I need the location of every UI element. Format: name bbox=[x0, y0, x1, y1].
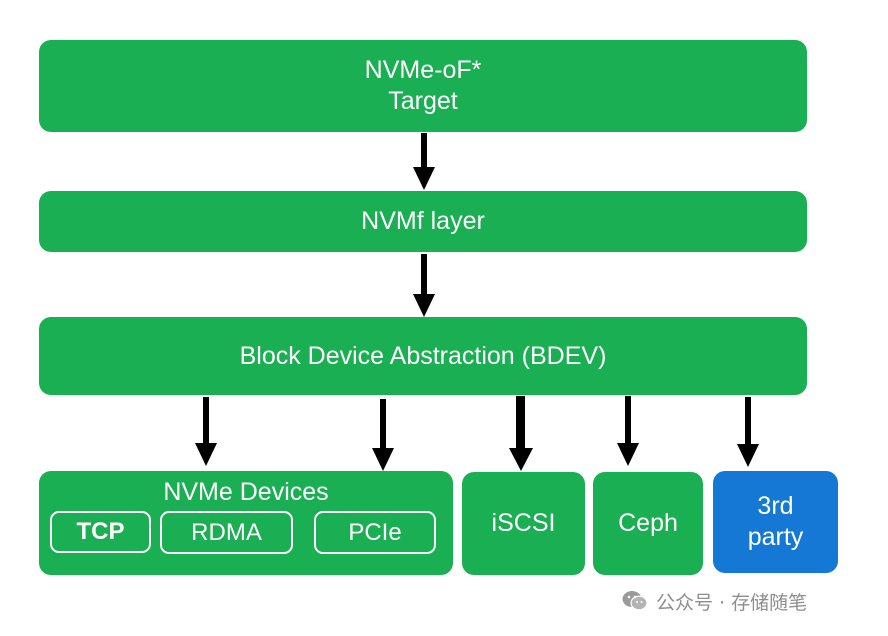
arrow-bdev-to-3rd-party bbox=[737, 397, 759, 468]
bdev-box: Block Device Abstraction (BDEV) bbox=[39, 317, 807, 395]
pcie-transport-box: PCIe bbox=[314, 511, 436, 554]
rdma-transport-box: RDMA bbox=[160, 511, 293, 554]
watermark: 公众号 · 存储随笔 bbox=[622, 588, 807, 614]
nvmf-layer-label: NVMf layer bbox=[361, 207, 485, 235]
arrow-nvmf-to-bdev bbox=[413, 254, 435, 318]
nvme-devices-title: NVMe Devices bbox=[163, 478, 329, 506]
bdev-label: Block Device Abstraction (BDEV) bbox=[239, 341, 607, 370]
arrow-bdev-to-iscsi bbox=[509, 396, 533, 472]
arrow-bdev-to-nvme-1 bbox=[195, 397, 217, 467]
pcie-label: PCIe bbox=[348, 518, 402, 546]
watermark-text: 公众号 · 存储随笔 bbox=[656, 591, 808, 614]
arrow-bdev-to-ceph bbox=[617, 396, 639, 467]
third-party-line2: party bbox=[747, 523, 804, 551]
iscsi-box: iSCSI bbox=[462, 472, 585, 575]
target-line1: NVMe-oF* bbox=[364, 56, 482, 84]
nvmf-layer-box: NVMf layer bbox=[39, 191, 807, 252]
nvme-devices-box: NVMe Devices TCP RDMA PCIe bbox=[39, 471, 453, 575]
arrow-bdev-to-nvme-2 bbox=[372, 399, 394, 472]
tcp-label: TCP bbox=[76, 518, 125, 545]
ceph-box: Ceph bbox=[593, 472, 703, 575]
rdma-label: RDMA bbox=[191, 518, 262, 546]
ceph-label: Ceph bbox=[618, 509, 678, 537]
target-line2: Target bbox=[388, 87, 458, 115]
third-party-box: 3rd party bbox=[713, 471, 838, 573]
iscsi-label: iSCSI bbox=[491, 509, 556, 537]
tcp-transport-box: TCP bbox=[50, 511, 151, 553]
arrow-target-to-nvmf bbox=[413, 133, 435, 191]
third-party-line1: 3rd bbox=[757, 492, 794, 520]
nvme-of-target-box: NVMe-oF* Target bbox=[39, 40, 807, 132]
wechat-icon bbox=[622, 590, 648, 612]
